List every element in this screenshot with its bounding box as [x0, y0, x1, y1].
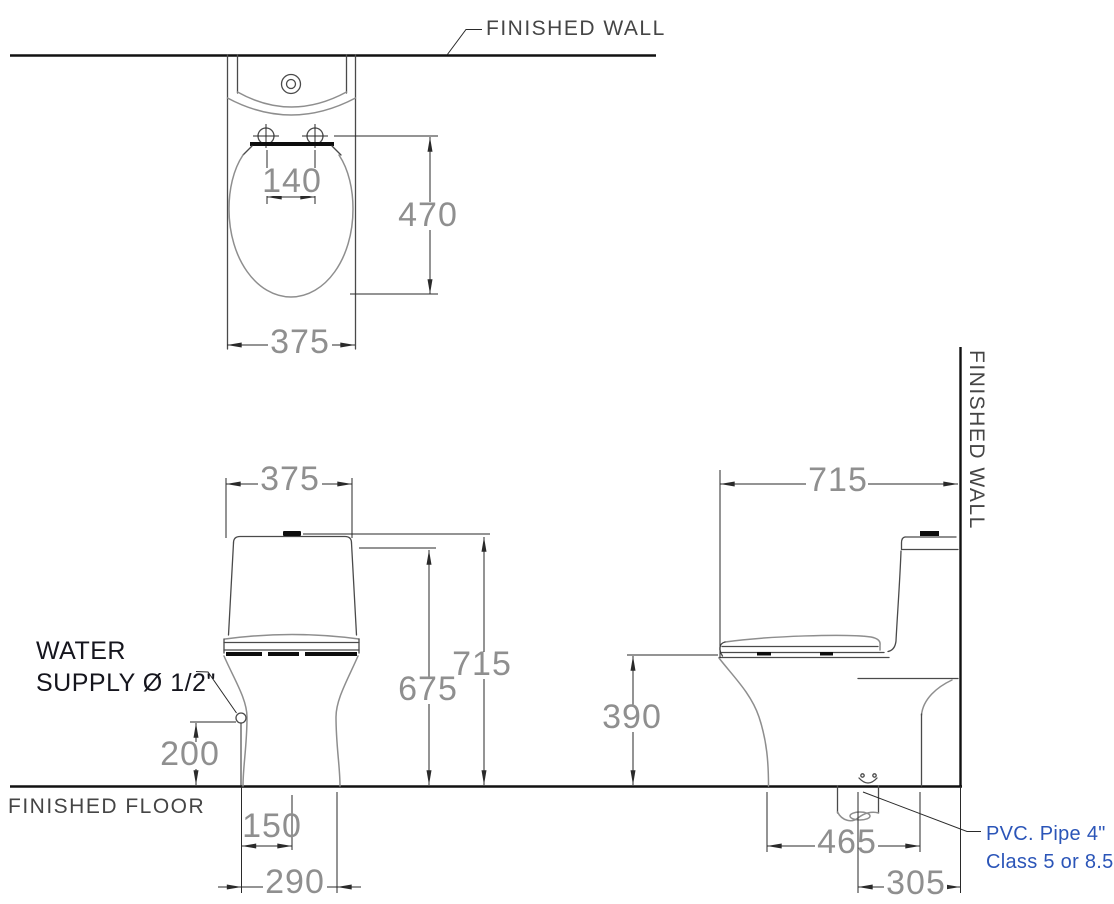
pvc-pipe-label-line1: PVC. Pipe 4" [986, 823, 1106, 845]
water-supply-leader [195, 671, 237, 714]
water-supply-label-line1: WATER [36, 637, 126, 665]
dimension-text: 140 470 375 375 675 715 200 150 290 715 … [160, 162, 946, 902]
annotation-labels: FINISHED WALL FINISHED FLOOR FINISHED WA… [8, 17, 1114, 873]
water-supply-point [235, 712, 247, 724]
dim-front-tank-height: 675 [398, 670, 458, 708]
pvc-pipe-leader [862, 791, 981, 832]
water-supply-label-line2: SUPPLY Ø 1/2" [36, 669, 216, 697]
dim-front-supply-to-center: 150 [242, 807, 302, 845]
dim-front-width: 375 [260, 460, 320, 498]
finished-wall-top-label: FINISHED WALL [486, 17, 666, 40]
flush-button-front [283, 531, 301, 536]
extension-lines [190, 135, 961, 893]
tank-lid-arc-inner [236, 91, 348, 108]
flush-button-side [920, 531, 939, 536]
leader-lines [195, 29, 981, 832]
flush-button-plan [280, 73, 302, 95]
bowl-back-curve [920, 679, 953, 716]
seat-hinge-bar [250, 142, 334, 146]
dimension-lines [193, 136, 961, 890]
seat-hinge-front [226, 652, 357, 656]
dim-front-base-width: 290 [265, 863, 325, 901]
tank-top-front [232, 535, 353, 544]
seat-outline-plan [228, 154, 354, 298]
dim-side-base-depth: 465 [817, 823, 877, 861]
finished-wall-leader [446, 29, 482, 56]
bowl-front-profile [718, 657, 770, 787]
tank-lid-arc-outer [226, 97, 357, 116]
finished-wall-side-label: FINISHED WALL [965, 350, 988, 530]
text-masks [159, 168, 947, 897]
reference-lines [10, 54, 962, 788]
plan-view [226, 54, 357, 350]
finished-floor-label: FINISHED FLOOR [8, 795, 205, 818]
seat-top-side [724, 634, 881, 651]
pvc-pipe-label-line2: Class 5 or 8.5 [986, 851, 1114, 873]
dim-side-outlet-to-wall: 305 [886, 864, 946, 902]
dim-plan-width: 375 [270, 323, 330, 361]
side-view [718, 531, 959, 822]
dim-front-lid-height: 715 [452, 645, 512, 683]
dim-side-depth: 715 [808, 461, 868, 499]
pedestal-left [223, 655, 248, 787]
pedestal-right [335, 655, 359, 787]
floor-outlet-symbol [858, 773, 878, 784]
tank-front-side [887, 550, 902, 653]
front-view [223, 531, 360, 787]
dim-plan-bolt-spacing: 140 [262, 162, 322, 200]
dim-front-supply-height: 200 [160, 735, 220, 773]
dim-plan-bowl-length: 470 [398, 196, 458, 234]
dim-side-rim-height: 390 [602, 698, 662, 736]
